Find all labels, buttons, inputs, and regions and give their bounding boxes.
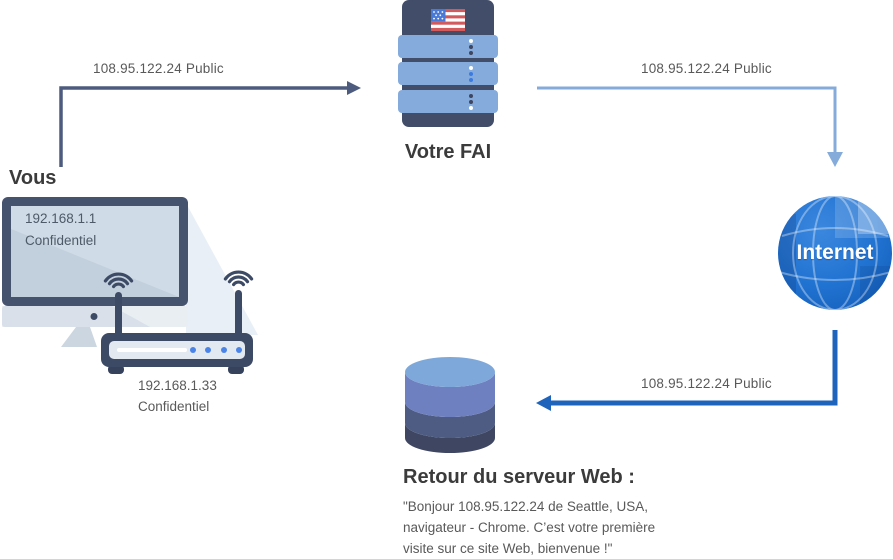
router-privacy: Confidentiel xyxy=(138,399,210,414)
router-icon xyxy=(101,270,254,374)
router-ip-text: 192.168.1.33 Confidentiel xyxy=(138,375,217,417)
arrow-label-you-to-isp: 108.95.122.24 Public xyxy=(93,61,224,76)
router-antenna xyxy=(235,290,242,337)
computer-monitor-icon xyxy=(2,197,188,347)
monitor-long-shadow xyxy=(186,203,258,335)
web-server-message: "Bonjour 108.95.122.24 de Seattle, USA, … xyxy=(403,496,703,559)
arrow-isp-to-internet xyxy=(537,86,843,167)
computer-ip-text: 192.168.1.1 Confidentiel xyxy=(25,208,96,252)
computer-ip: 192.168.1.1 xyxy=(25,211,97,226)
web-server-message-line: visite sur ce site Web, bienvenue !" xyxy=(403,541,613,556)
arrow-label-isp-to-internet: 108.95.122.24 Public xyxy=(641,61,772,76)
server-rack-bars xyxy=(398,35,498,113)
us-flag-icon xyxy=(431,9,465,31)
wifi-signal-icon xyxy=(223,270,254,287)
database-icon xyxy=(405,357,495,453)
isp-label: Votre FAI xyxy=(404,141,492,163)
web-server-message-line: "Bonjour 108.95.122.24 de Seattle, USA, xyxy=(403,499,648,514)
wifi-signal-icon xyxy=(103,272,134,289)
web-server-message-line: navigateur - Chrome. C’est votre premièr… xyxy=(403,520,656,535)
router-ip: 192.168.1.33 xyxy=(138,378,217,393)
internet-globe-icon xyxy=(778,196,892,310)
web-server-heading: Retour du serveur Web : xyxy=(403,466,635,488)
computer-privacy: Confidentiel xyxy=(25,233,97,248)
monitor-camera-dot xyxy=(90,313,98,320)
internet-label: Internet xyxy=(796,241,874,264)
monitor-screen xyxy=(11,206,179,297)
monitor-stand xyxy=(61,327,97,347)
you-devices-icon xyxy=(2,197,258,374)
arrow-label-internet-to-web-server: 108.95.122.24 Public xyxy=(641,376,772,391)
arrow-internet-to-web-server xyxy=(536,330,838,411)
you-label: Vous xyxy=(9,167,57,189)
isp-server-icon xyxy=(398,0,498,127)
arrow-you-to-isp xyxy=(59,81,361,167)
router-antenna xyxy=(115,292,122,337)
